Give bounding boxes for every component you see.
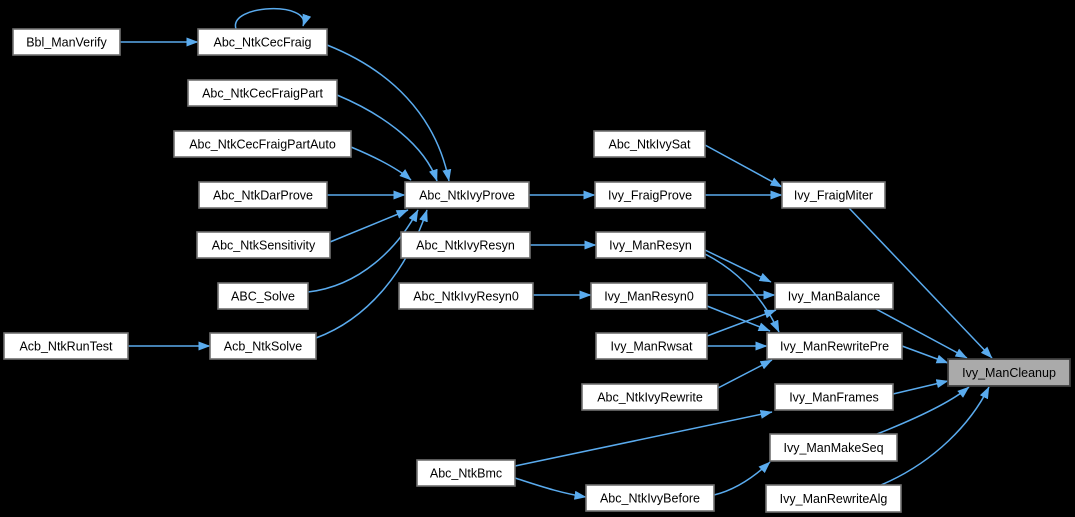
node-Ivy_ManRewriteAlg[interactable]: Ivy_ManRewriteAlg bbox=[765, 484, 902, 513]
edge-Abc_NtkCecFraigPartAuto-to-Abc_NtkIvyProve bbox=[350, 146, 412, 181]
edge-Ivy_FraigMiter-to-Ivy_ManCleanup bbox=[848, 207, 993, 359]
edge-Ivy_ManMakeSeq-to-Ivy_ManCleanup bbox=[876, 386, 970, 435]
node-Abc_NtkIvyResyn[interactable]: Abc_NtkIvyResyn bbox=[400, 231, 531, 259]
edge-Ivy_ManBalance-to-Ivy_ManCleanup bbox=[875, 308, 968, 359]
edge-Ivy_ManRwsat-to-Ivy_ManBalance bbox=[706, 309, 777, 337]
edge-Ivy_ManRewritePre-to-Ivy_ManCleanup bbox=[901, 345, 949, 364]
node-Abc_NtkCecFraig[interactable]: Abc_NtkCecFraig bbox=[197, 28, 328, 56]
node-label: Ivy_ManRewriteAlg bbox=[780, 492, 888, 506]
node-Abc_NtkIvySat[interactable]: Abc_NtkIvySat bbox=[593, 130, 706, 158]
node-label: Ivy_FraigProve bbox=[608, 189, 692, 203]
node-Abc_NtkIvyRewrite[interactable]: Abc_NtkIvyRewrite bbox=[581, 383, 719, 411]
node-label: Acb_NtkSolve bbox=[224, 340, 303, 354]
node-label: Ivy_FraigMiter bbox=[794, 189, 873, 203]
node-label: Abc_NtkIvyRewrite bbox=[597, 391, 703, 405]
node-Acb_NtkRunTest[interactable]: Acb_NtkRunTest bbox=[3, 332, 129, 360]
node-Abc_NtkSensitivity[interactable]: Abc_NtkSensitivity bbox=[196, 231, 331, 259]
node-label: Ivy_ManResyn bbox=[609, 239, 692, 253]
node-label: Abc_NtkIvyProve bbox=[419, 189, 515, 203]
node-Abc_NtkIvyResyn0[interactable]: Abc_NtkIvyResyn0 bbox=[398, 282, 534, 310]
node-Abc_NtkCecFraigPartAuto[interactable]: Abc_NtkCecFraigPartAuto bbox=[173, 130, 352, 158]
edge-Abc_NtkCecFraig-to-Abc_NtkCecFraig bbox=[235, 8, 312, 30]
node-label: Abc_NtkCecFraig bbox=[214, 36, 312, 50]
node-Bbl_ManVerify[interactable]: Bbl_ManVerify bbox=[12, 28, 121, 56]
node-label: Abc_NtkCecFraigPart bbox=[202, 87, 323, 101]
node-label: Ivy_ManFrames bbox=[789, 391, 879, 405]
node-Abc_NtkIvyProve[interactable]: Abc_NtkIvyProve bbox=[404, 181, 530, 209]
edge-Abc_NtkIvyRewrite-to-Ivy_ManRewritePre bbox=[717, 359, 773, 389]
node-label: Abc_NtkIvyBefore bbox=[600, 492, 700, 506]
node-label: Ivy_ManRwsat bbox=[611, 340, 693, 354]
node-Abc_NtkDarProve[interactable]: Abc_NtkDarProve bbox=[198, 181, 328, 209]
edge-Abc_NtkCecFraigPart-to-Abc_NtkIvyProve bbox=[336, 94, 438, 182]
node-Acb_NtkSolve[interactable]: Acb_NtkSolve bbox=[209, 332, 317, 360]
node-Abc_NtkCecFraigPart[interactable]: Abc_NtkCecFraigPart bbox=[187, 79, 338, 107]
edge-Ivy_ManRewriteAlg-to-Ivy_ManCleanup bbox=[880, 386, 990, 486]
edge-Abc_NtkBmc-to-Ivy_ManFrames bbox=[514, 409, 773, 467]
node-Ivy_ManCleanup[interactable]: Ivy_ManCleanup bbox=[947, 358, 1071, 387]
node-label: Abc_NtkDarProve bbox=[213, 189, 313, 203]
node-label: Ivy_ManCleanup bbox=[962, 366, 1056, 380]
node-Ivy_FraigMiter[interactable]: Ivy_FraigMiter bbox=[781, 181, 886, 209]
edge-Ivy_ManFrames-to-Ivy_ManCleanup bbox=[892, 379, 949, 395]
node-label: Ivy_ManBalance bbox=[788, 290, 880, 304]
node-label: Abc_NtkSensitivity bbox=[212, 239, 316, 253]
node-label: Abc_NtkIvyResyn0 bbox=[413, 290, 519, 304]
node-label: Bbl_ManVerify bbox=[26, 36, 107, 50]
node-Ivy_ManBalance[interactable]: Ivy_ManBalance bbox=[774, 282, 894, 310]
edge-Abc_NtkIvySat-to-Ivy_FraigMiter bbox=[704, 144, 783, 188]
node-Abc_NtkBmc[interactable]: Abc_NtkBmc bbox=[416, 459, 516, 487]
edge-Acb_NtkSolve-to-Abc_NtkIvyProve bbox=[315, 209, 428, 339]
node-Ivy_ManFrames[interactable]: Ivy_ManFrames bbox=[774, 383, 894, 411]
edge-Abc_NtkIvyBefore-to-Ivy_ManMakeSeq bbox=[713, 461, 771, 496]
node-label: ABC_Solve bbox=[231, 290, 295, 304]
edge-Ivy_ManResyn-to-Ivy_ManBalance bbox=[704, 249, 772, 283]
edge-Ivy_ManResyn0-to-Ivy_ManRewritePre bbox=[706, 305, 771, 332]
node-Ivy_FraigProve[interactable]: Ivy_FraigProve bbox=[594, 181, 706, 209]
node-Ivy_ManRwsat[interactable]: Ivy_ManRwsat bbox=[595, 332, 708, 360]
node-Ivy_ManMakeSeq[interactable]: Ivy_ManMakeSeq bbox=[769, 433, 898, 462]
edge-Abc_NtkCecFraig-to-Abc_NtkIvyProve bbox=[326, 44, 452, 182]
node-label: Ivy_ManResyn0 bbox=[604, 290, 694, 304]
node-ABC_Solve[interactable]: ABC_Solve bbox=[217, 282, 309, 310]
node-label: Acb_NtkRunTest bbox=[19, 340, 113, 354]
node-label: Abc_NtkIvyResyn bbox=[416, 239, 515, 253]
node-label: Ivy_ManRewritePre bbox=[780, 340, 889, 354]
edge-Abc_NtkBmc-to-Abc_NtkIvyBefore bbox=[514, 477, 587, 500]
node-Abc_NtkIvyBefore[interactable]: Abc_NtkIvyBefore bbox=[585, 484, 715, 512]
node-Ivy_ManRewritePre[interactable]: Ivy_ManRewritePre bbox=[766, 332, 903, 360]
node-Ivy_ManResyn0[interactable]: Ivy_ManResyn0 bbox=[590, 282, 708, 310]
node-label: Abc_NtkBmc bbox=[430, 467, 502, 481]
edge-Abc_NtkSensitivity-to-Abc_NtkIvyProve bbox=[329, 209, 409, 243]
node-label: Ivy_ManMakeSeq bbox=[783, 441, 883, 455]
node-Ivy_ManResyn[interactable]: Ivy_ManResyn bbox=[595, 231, 706, 259]
node-label: Abc_NtkIvySat bbox=[609, 138, 692, 152]
node-label: Abc_NtkCecFraigPartAuto bbox=[189, 138, 336, 152]
edge-ABC_Solve-to-Abc_NtkIvyProve bbox=[307, 209, 419, 293]
edge-Ivy_ManResyn-to-Ivy_ManRewritePre bbox=[704, 253, 780, 333]
